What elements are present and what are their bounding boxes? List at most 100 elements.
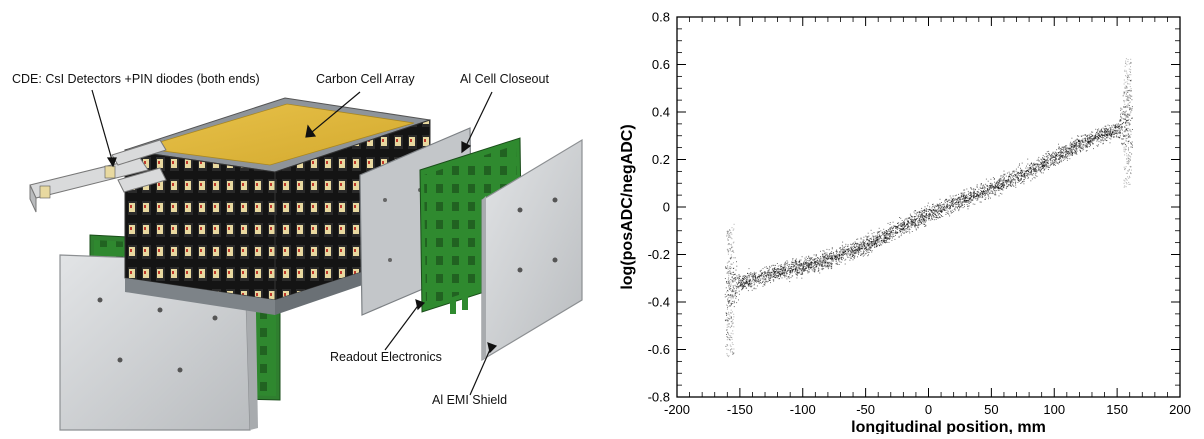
- scatter-point: [1071, 144, 1073, 146]
- scatter-point: [1103, 134, 1105, 136]
- scatter-point: [869, 248, 871, 250]
- scatter-point: [780, 265, 782, 267]
- scatter-point: [1097, 138, 1099, 140]
- scatter-point: [925, 220, 927, 222]
- x-tick-label: -100: [790, 402, 816, 417]
- scatter-point: [1126, 74, 1128, 76]
- scatter-point: [827, 262, 829, 263]
- scatter-point: [732, 289, 734, 291]
- scatter-point: [1123, 142, 1125, 144]
- scatter-points: [724, 58, 1133, 358]
- scatter-point: [1072, 146, 1074, 148]
- scatter-point: [886, 233, 887, 235]
- scatter-point: [1047, 157, 1049, 159]
- scatter-point: [777, 277, 779, 279]
- scatter-point: [1070, 147, 1072, 149]
- scatter-point: [1130, 129, 1132, 131]
- scatter-point: [960, 192, 962, 194]
- scatter-point: [949, 215, 951, 217]
- scatter-point: [1060, 148, 1062, 150]
- scatter-point: [957, 206, 959, 207]
- scatter-point: [889, 238, 891, 240]
- scatter-point: [837, 263, 839, 265]
- scatter-point: [780, 274, 782, 275]
- scatter-point: [727, 232, 729, 234]
- scatter-point: [1000, 179, 1002, 181]
- scatter-point: [852, 250, 854, 252]
- scatter-point: [855, 253, 857, 254]
- scatter-point: [938, 206, 940, 208]
- scatter-point: [853, 256, 855, 258]
- scatter-point: [1004, 184, 1006, 186]
- scatter-point: [726, 283, 728, 284]
- scatter-point: [918, 221, 920, 223]
- scatter-point: [724, 296, 726, 298]
- scatter-point: [1130, 119, 1132, 121]
- scatter-point: [867, 250, 869, 252]
- scatter-point: [777, 265, 779, 267]
- scatter-point: [727, 283, 729, 285]
- scatter-point: [822, 262, 824, 264]
- scatter-point: [1021, 170, 1023, 171]
- scatter-point: [1120, 127, 1122, 129]
- scatter-point: [727, 337, 729, 339]
- scatter-point: [910, 221, 912, 223]
- scatter-point: [1130, 166, 1132, 168]
- scatter-point: [960, 195, 962, 197]
- scatter-point: [1042, 164, 1044, 166]
- scatter-point: [812, 259, 813, 261]
- scatter-point: [829, 258, 831, 260]
- scatter-point: [949, 207, 951, 209]
- scatter-point: [1087, 135, 1088, 137]
- scatter-point: [1053, 164, 1055, 165]
- scatter-point: [739, 285, 740, 287]
- scatter-point: [1121, 117, 1123, 119]
- scatter-point: [935, 209, 937, 211]
- scatter-point: [816, 259, 818, 261]
- scatter-point: [1018, 180, 1020, 182]
- scatter-point: [1066, 151, 1068, 152]
- scatter-point: [809, 263, 811, 265]
- scatter-point: [909, 232, 911, 234]
- scatter-point: [730, 283, 732, 285]
- scatter-point: [927, 218, 929, 220]
- scatter-point: [1042, 167, 1044, 169]
- scatter-point: [798, 272, 800, 274]
- scatter-point: [809, 263, 811, 265]
- scatter-point: [914, 223, 916, 225]
- scatter-point: [1082, 149, 1084, 151]
- scatter-point: [731, 338, 733, 340]
- scatter-point: [863, 242, 865, 244]
- scatter-point: [969, 192, 971, 194]
- scatter-point: [814, 258, 816, 260]
- scatter-point: [743, 278, 745, 279]
- scatter-point: [931, 214, 933, 216]
- scatter-point: [727, 290, 729, 292]
- scatter-point: [739, 276, 741, 278]
- scatter-point: [731, 245, 733, 247]
- scatter-point: [1125, 120, 1127, 122]
- scatter-point: [967, 194, 969, 195]
- scatter-point: [939, 204, 941, 206]
- scatter-point: [789, 272, 791, 274]
- scatter-point: [727, 297, 729, 299]
- scatter-point: [793, 265, 795, 267]
- calorimeter-exploded-diagram: CDE: CsI Detectors +PIN diodes (both end…: [0, 0, 600, 434]
- scatter-point: [1123, 135, 1125, 137]
- scatter-point: [751, 289, 753, 291]
- scatter-point: [728, 236, 730, 238]
- scatter-point: [774, 274, 776, 276]
- scatter-point: [755, 272, 757, 274]
- scatter-point: [763, 271, 765, 273]
- scatter-point: [727, 234, 729, 236]
- scatter-point: [980, 192, 982, 194]
- scatter-point: [893, 226, 894, 228]
- scatter-point: [805, 261, 807, 263]
- scatter-point: [939, 217, 941, 218]
- scatter-point: [1035, 168, 1037, 170]
- scatter-point: [949, 207, 951, 209]
- scatter-point: [727, 266, 729, 268]
- scatter-point: [731, 285, 733, 287]
- scatter-point: [732, 333, 734, 335]
- scatter-point: [943, 209, 945, 211]
